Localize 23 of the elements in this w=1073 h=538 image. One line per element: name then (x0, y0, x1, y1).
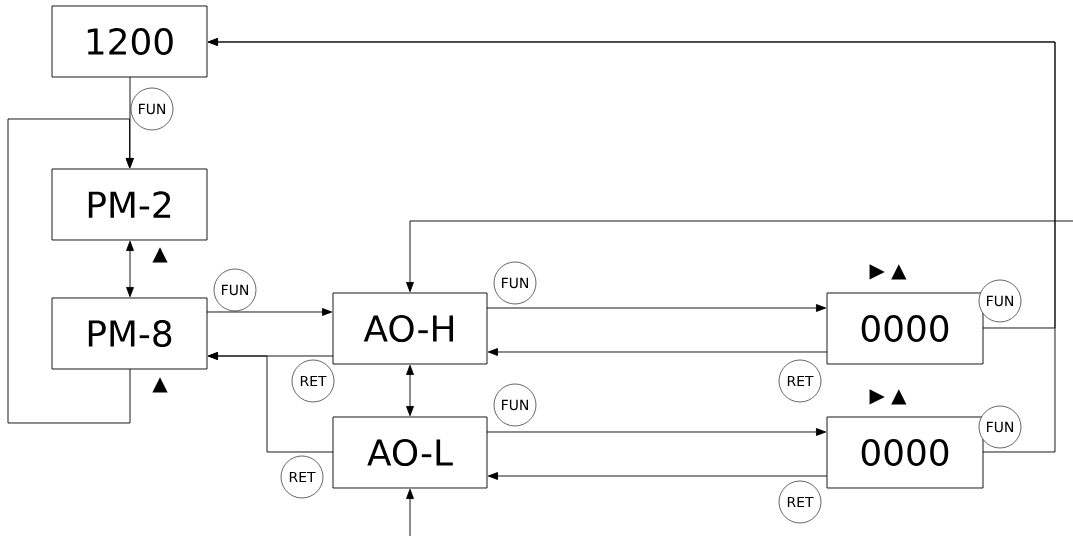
arrow (207, 352, 334, 453)
arrow (486, 304, 827, 312)
arrow (7, 118, 134, 424)
arrow (486, 428, 827, 436)
key-symbols: ▶ ▲ (869, 389, 907, 405)
display-box: PM-8 (51, 297, 208, 370)
arrow (406, 488, 414, 537)
key-symbol: ▲ (152, 247, 168, 263)
display-box: AO-L (332, 416, 488, 489)
display-box: PM-2 (51, 168, 208, 241)
arrow (206, 308, 333, 316)
display-box: 1200 (51, 5, 208, 78)
display-box: 0000 (826, 292, 984, 365)
key-symbol: ▲ (152, 377, 168, 393)
key-symbols: ▶ ▲ (869, 264, 907, 280)
arrow (406, 364, 414, 417)
arrow (487, 472, 828, 480)
display-box: AO-H (332, 292, 488, 365)
display-box: 0000 (826, 416, 984, 489)
arrow (126, 240, 134, 298)
arrow (406, 220, 1073, 293)
arrow (207, 38, 1056, 453)
arrow (487, 348, 828, 356)
